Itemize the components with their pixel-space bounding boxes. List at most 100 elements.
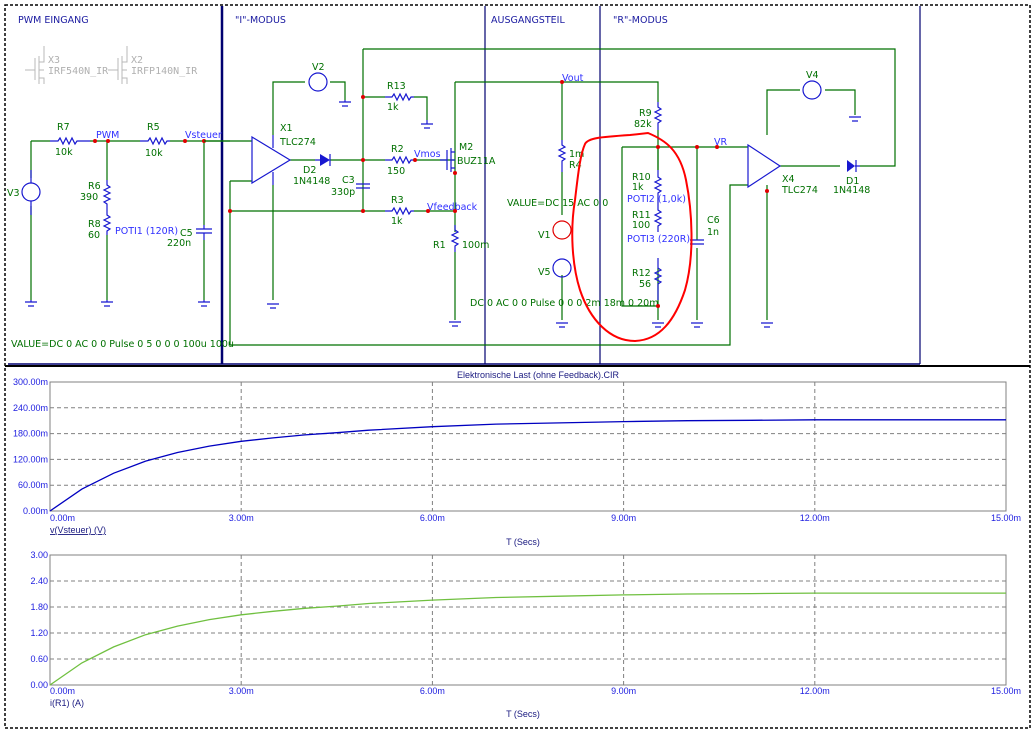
y-tick-label: 1.80 bbox=[30, 602, 48, 612]
d1-model: 1N4148 bbox=[833, 185, 870, 196]
resistor-r7[interactable]: R7 10k bbox=[50, 122, 90, 158]
v5-source-value: DC 0 AC 0 0 Pulse 0 0 0 2m 18m 0 20m bbox=[470, 298, 658, 309]
diode-d2[interactable]: D2 1N4148 bbox=[293, 154, 330, 187]
x-tick-label: 15.00m bbox=[991, 513, 1021, 523]
resistor-r13[interactable]: R13 1k bbox=[385, 81, 414, 113]
ground-symbols-pwm bbox=[25, 300, 210, 306]
ghost-x2-ref: X2 bbox=[131, 55, 143, 66]
v5-ref: V5 bbox=[538, 267, 551, 278]
r9-value: 82k bbox=[634, 119, 652, 130]
r1-value: 100m bbox=[462, 240, 489, 251]
ghost-mosfet-x2[interactable]: X2 IRFP140N_IR bbox=[108, 46, 198, 84]
d2-model: 1N4148 bbox=[293, 176, 330, 187]
resistor-r9[interactable]: R9 82k bbox=[634, 102, 661, 130]
r12-ref: R12 bbox=[632, 268, 651, 279]
x4-model: TLC274 bbox=[781, 185, 818, 196]
r7-ref: R7 bbox=[57, 122, 70, 133]
x-tick-label: 12.00m bbox=[800, 513, 830, 523]
v1-source-value: VALUE=DC 15 AC 0 0 bbox=[507, 198, 608, 209]
y-tick-label: 240.00m bbox=[13, 403, 48, 413]
resistor-r3[interactable]: R3 1k bbox=[385, 195, 414, 227]
x-tick-label: 0.00m bbox=[50, 686, 75, 696]
resistor-r2[interactable]: R2 150 bbox=[385, 144, 414, 177]
ground-symbols-i-mode bbox=[267, 100, 461, 326]
r8-ref: R8 bbox=[88, 219, 101, 230]
r13-ref: R13 bbox=[387, 81, 406, 92]
v3-source-value: VALUE=DC 0 AC 0 0 Pulse 0 5 0 0 0 100u 1… bbox=[11, 339, 234, 350]
ghost-x3-model: IRF540N_IR bbox=[48, 66, 109, 77]
c3-value: 330p bbox=[331, 187, 355, 198]
resistor-r5[interactable]: R5 10k bbox=[140, 122, 170, 159]
r2-ref: R2 bbox=[391, 144, 404, 155]
r5-value: 10k bbox=[145, 148, 163, 159]
x4-ref: X4 bbox=[782, 174, 795, 185]
plot-vsteuer[interactable]: 0.00m60.00m120.00m180.00m240.00m300.00m0… bbox=[13, 370, 1021, 547]
x-tick-label: 9.00m bbox=[611, 513, 636, 523]
section-title-i-mode: "I"-MODUS bbox=[235, 15, 286, 26]
poti2-label: POTI2 (1,0k) bbox=[627, 194, 686, 205]
resistor-r6-r8[interactable]: R6 390 R8 60 POTI1 (120R) bbox=[80, 180, 178, 241]
y-tick-label: 0.00 bbox=[30, 680, 48, 690]
legend-entry[interactable]: v(Vsteuer) (V) bbox=[50, 525, 106, 535]
y-tick-label: 120.00m bbox=[13, 454, 48, 464]
y-tick-label: 60.00m bbox=[18, 480, 48, 490]
ghost-mosfet-x3[interactable]: X3 IRF540N_IR bbox=[25, 46, 109, 84]
voltage-source-v4[interactable]: V4 bbox=[803, 70, 821, 99]
r10-value: 1k bbox=[632, 182, 644, 193]
r6-ref: R6 bbox=[88, 181, 101, 192]
y-tick-label: 1.20 bbox=[30, 628, 48, 638]
c3-ref: C3 bbox=[342, 175, 355, 186]
capacitor-c6[interactable]: C6 1n bbox=[690, 215, 720, 244]
v2-ref: V2 bbox=[312, 62, 325, 73]
m2-ref: M2 bbox=[459, 142, 473, 153]
mosfet-m2[interactable]: M2 BUZ11A bbox=[440, 142, 496, 172]
y-tick-label: 0.00m bbox=[23, 506, 48, 516]
ghost-x2-model: IRFP140N_IR bbox=[131, 66, 198, 77]
wires-pwm bbox=[31, 141, 230, 300]
r8-value: 60 bbox=[88, 230, 100, 241]
y-tick-label: 300.00m bbox=[13, 377, 48, 387]
m2-model: BUZ11A bbox=[457, 156, 496, 167]
r11-value: 100 bbox=[632, 220, 650, 231]
net-label-vmos: Vmos bbox=[414, 149, 441, 160]
net-label-vfeedback: Vfeedback bbox=[427, 202, 478, 213]
r5-ref: R5 bbox=[147, 122, 160, 133]
wires-r-mode bbox=[622, 90, 855, 320]
legend-entry[interactable]: i(R1) (A) bbox=[50, 698, 84, 708]
x1-model: TLC274 bbox=[279, 137, 316, 148]
v3-ref: V3 bbox=[7, 188, 20, 199]
voltage-source-v1[interactable]: V1 bbox=[538, 221, 571, 241]
voltage-source-v3[interactable]: V3 bbox=[7, 170, 40, 215]
x-tick-label: 3.00m bbox=[229, 513, 254, 523]
resistor-r10-r11-r12[interactable]: R10 1k POTI2 (1,0k) R11 100 POTI3 (220R)… bbox=[627, 170, 690, 300]
plot-frame bbox=[50, 555, 1006, 685]
net-label-vout: Vout bbox=[562, 73, 584, 84]
x-tick-label: 6.00m bbox=[420, 686, 445, 696]
x-tick-label: 6.00m bbox=[420, 513, 445, 523]
resistor-r1[interactable]: R1 100m bbox=[433, 225, 489, 252]
y-tick-label: 3.00 bbox=[30, 550, 48, 560]
voltage-source-v5[interactable]: V5 bbox=[538, 259, 571, 278]
r12-value: 56 bbox=[639, 279, 651, 290]
v1-ref: V1 bbox=[538, 230, 551, 241]
x-tick-label: 12.00m bbox=[800, 686, 830, 696]
ground-output bbox=[556, 323, 568, 327]
x-axis-label: T (Secs) bbox=[506, 709, 540, 719]
r9-ref: R9 bbox=[639, 108, 652, 119]
opamp-x4[interactable]: X4 TLC274 bbox=[748, 145, 818, 196]
x-tick-label: 9.00m bbox=[611, 686, 636, 696]
chart-title: Elektronische Last (ohne Feedback).CIR bbox=[457, 370, 620, 380]
voltage-source-v2[interactable]: V2 bbox=[309, 62, 327, 91]
x1-ref: X1 bbox=[280, 123, 293, 134]
section-title-r-mode: "R"-MODUS bbox=[613, 15, 668, 26]
poti1-label: POTI1 (120R) bbox=[115, 226, 178, 237]
r7-value: 10k bbox=[55, 147, 73, 158]
capacitor-c3[interactable]: C3 330p bbox=[331, 175, 370, 198]
ghost-x3-ref: X3 bbox=[48, 55, 60, 66]
v4-ref: V4 bbox=[806, 70, 819, 81]
r2-value: 150 bbox=[387, 166, 405, 177]
r3-value: 1k bbox=[391, 216, 403, 227]
